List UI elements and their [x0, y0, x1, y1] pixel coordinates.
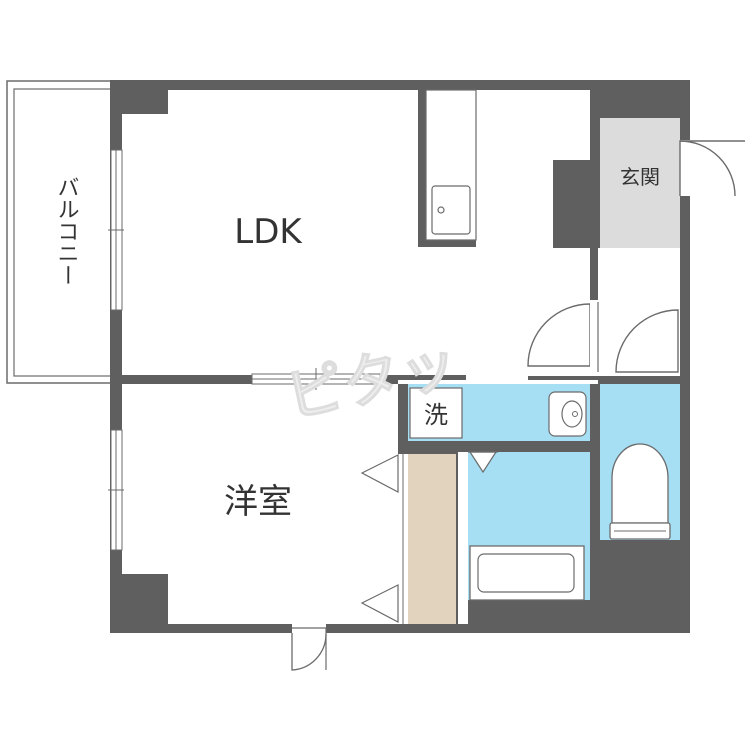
washing-machine-box — [409, 387, 463, 439]
western-room-exterior-door — [291, 624, 327, 671]
balcony-label: バルコニー — [54, 176, 79, 286]
kitchen-counter — [425, 89, 477, 241]
western-room-label: 洋室 — [224, 482, 292, 522]
balcony-windows — [108, 149, 124, 551]
entrance-label: 玄関 — [620, 165, 660, 189]
closet-doors — [360, 454, 408, 624]
entrance-floor — [600, 118, 680, 248]
sliding-door-ldk-western — [251, 368, 381, 390]
closet-floor — [408, 454, 456, 624]
bathtub — [469, 545, 585, 601]
bath-door-triangle — [468, 451, 498, 474]
corridor-door-swing — [466, 300, 679, 382]
ldk-floor — [122, 90, 590, 375]
balcony — [6, 80, 112, 384]
ldk-label: LDK — [234, 212, 303, 252]
wash-basin — [548, 391, 587, 437]
western-room-floor — [122, 384, 398, 624]
pillar — [553, 160, 590, 248]
ldk-door-swing-1 — [527, 300, 591, 376]
entrance-door — [679, 140, 745, 197]
washroom-label: 洗 — [424, 401, 448, 429]
toilet — [609, 443, 671, 540]
